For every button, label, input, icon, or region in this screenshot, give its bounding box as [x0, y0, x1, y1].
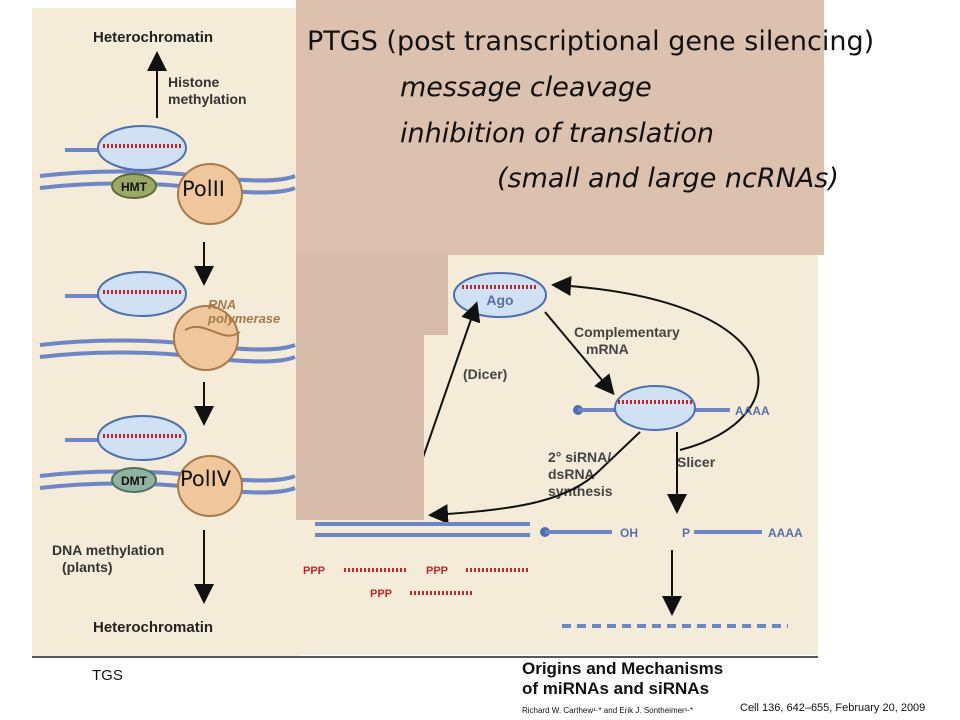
tgs-figure: Heterochromatin Histone methylation HMT … — [39, 29, 296, 636]
sirna-label-2: dsRNA — [548, 466, 595, 482]
ptgs-item-cleavage: message cleavage — [400, 72, 652, 103]
aaaa2-label: AAAA — [768, 526, 803, 540]
rna-polymerase-label-2: polymerase — [207, 311, 280, 326]
arrow-to-dsrna — [428, 469, 601, 525]
pol4-label: PolIV — [180, 467, 232, 491]
pol2-label: PolII — [182, 177, 225, 201]
citation-journal: Cell 136, 642–655, February 20, 2009 — [740, 702, 926, 714]
dicer-label: (Dicer) — [463, 366, 507, 382]
p-label: P — [682, 526, 690, 540]
rna-polymerase-label-1: RNA — [208, 297, 236, 312]
aaaa-label: AAAA — [735, 404, 770, 418]
ppp-label-2: PPP — [426, 565, 448, 577]
rnai-complex-2 — [97, 271, 187, 317]
dna-methylation-label-1: DNA methylation — [52, 542, 164, 558]
rnai-complex-3 — [97, 415, 187, 461]
polymerase-3 — [177, 455, 243, 517]
ptgs-figure: Ago Complementary mRNA AAAA 2° siRNA/ ds… — [303, 272, 803, 628]
histone-label-2: methylation — [168, 91, 247, 107]
heterochromatin-bottom-label: Heterochromatin — [93, 619, 213, 636]
histone-label-1: Histone — [168, 74, 220, 90]
ptgs-item-translation: inhibition of translation — [400, 118, 714, 149]
hmt-bubble — [111, 173, 157, 199]
dmt-bubble — [111, 467, 157, 493]
polymerase-1 — [177, 163, 243, 225]
left-figure-panel — [32, 8, 300, 656]
ptgs-text-box — [296, 0, 824, 255]
arrow-ago-to-mrna — [544, 311, 615, 396]
citation-authors: Richard W. Carthew¹·* and Erik J. Sonthe… — [522, 706, 694, 715]
ago-label: Ago — [486, 292, 513, 308]
complementary-label-2: mRNA — [586, 341, 629, 357]
ppp-label-3: PPP — [370, 588, 392, 600]
dmt-label: DMT — [121, 474, 148, 488]
slicer-label: Slicer — [677, 454, 716, 470]
target-complex — [614, 385, 696, 431]
rnai-complex-1 — [97, 125, 187, 171]
tgs-label: TGS — [92, 667, 123, 684]
heterochromatin-top-label: Heterochromatin — [93, 29, 213, 46]
dna-methylation-label-2: (plants) — [62, 559, 113, 575]
overlay-block-2 — [296, 335, 424, 520]
arrow-slicer-to-ago — [551, 276, 760, 451]
ptgs-title: PTGS (post transcriptional gene silencin… — [307, 26, 875, 57]
hmt-label: HMT — [121, 180, 148, 194]
complementary-label-1: Complementary — [574, 324, 680, 340]
tgs-stage-2: RNA polymerase — [39, 271, 296, 371]
rna-polymerase — [173, 305, 239, 371]
tgs-stage-1: HMT — [39, 125, 296, 225]
overlay-block-1 — [296, 255, 448, 335]
ppp-label-1: PPP — [303, 565, 325, 577]
citation-title-line2: of miRNAs and siRNAs — [522, 679, 710, 698]
tgs-stage-3: DMT — [39, 415, 296, 517]
arrow-target-to-sirna — [599, 431, 641, 471]
oh-label: OH — [620, 526, 638, 540]
citation-title-line1: Origins and Mechanisms — [522, 659, 724, 678]
ptgs-item-ncrnas: (small and large ncRNAs) — [497, 163, 839, 194]
sirna-label-1: 2° siRNA/ — [548, 449, 611, 465]
sirna-label-3: synthesis — [548, 483, 613, 499]
